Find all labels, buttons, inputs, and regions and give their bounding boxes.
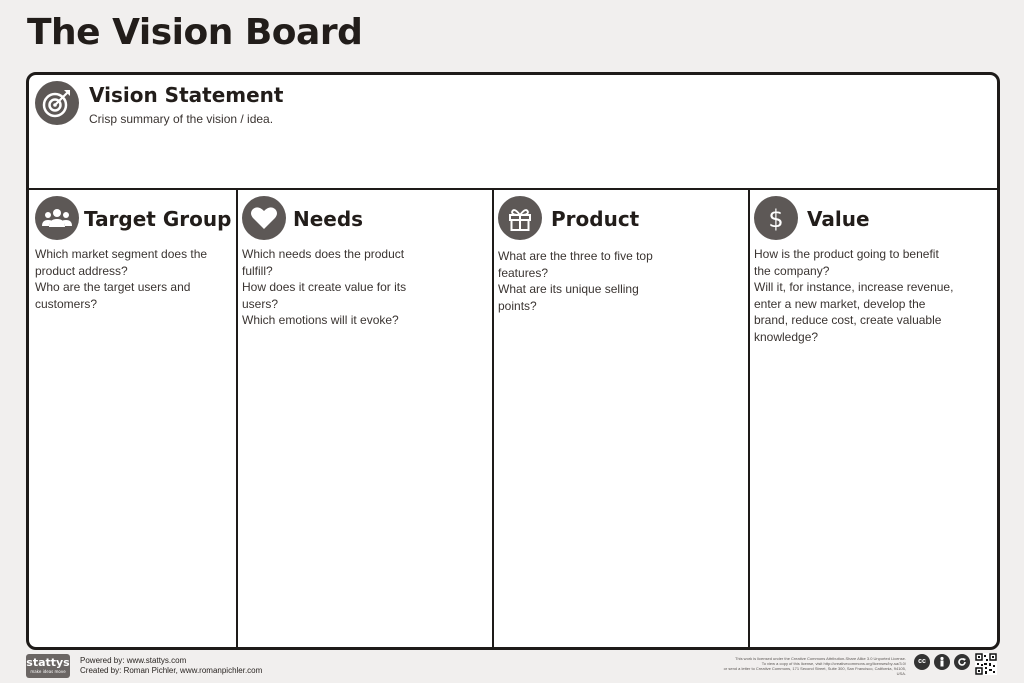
product-title: Product (551, 207, 640, 231)
prompt-line: customers? (35, 296, 98, 311)
vision-statement-section: Vision Statement Crisp summary of the vi… (29, 75, 997, 190)
needs-title: Needs (293, 207, 364, 231)
target-group-section: Target Group Which market segment does t… (29, 190, 238, 647)
prompt-line: Which needs does the product (242, 247, 405, 261)
stattys-logo[interactable]: stattys make ideas move (26, 654, 70, 678)
heart-icon (242, 196, 286, 240)
qr-code-icon[interactable] (975, 653, 997, 675)
prompt-line: features? (498, 265, 549, 280)
cc-icon: cc (914, 654, 930, 670)
prompt-line: What are its unique selling (498, 282, 639, 296)
prompt-line: Which emotions will it evoke? (242, 313, 399, 327)
license-line: To view a copy of this license, visit ht… (761, 661, 906, 666)
license-line: or send a letter to Creative Commons, 17… (723, 666, 906, 676)
prompt-line: points? (498, 298, 537, 313)
share-alike-icon (954, 654, 970, 670)
value-prompts: How is the product going to benefit the … (754, 246, 989, 345)
target-group-prompts: Which market segment does the product ad… (35, 246, 235, 312)
vision-board: Vision Statement Crisp summary of the vi… (26, 72, 1000, 650)
prompt-line: How does it create value for its (242, 280, 407, 294)
prompt-line: the company? (754, 263, 830, 278)
prompt-line: Which market segment does the (35, 247, 208, 261)
product-section: Product What are the three to five top f… (494, 190, 750, 647)
prompt-line: brand, reduce cost, create valuable (754, 313, 942, 327)
needs-prompts: Which needs does the product fulfill? Ho… (242, 246, 442, 329)
logo-tagline: make ideas move (30, 669, 66, 674)
license-line: This work is licensed under the Creative… (735, 656, 906, 661)
vision-title: Vision Statement (89, 83, 284, 107)
dollar-icon: $ (754, 196, 798, 240)
prompt-line: Who are the target users and (35, 280, 191, 294)
prompt-line: What are the three to five top (498, 249, 653, 263)
created-by-text: Created by: Roman Pichler, www.romanpich… (80, 666, 263, 675)
prompt-line: How is the product going to benefit (754, 247, 939, 261)
gift-icon (498, 196, 542, 240)
prompt-line: Will it, for instance, increase revenue, (754, 280, 954, 294)
prompt-line: knowledge? (754, 329, 819, 344)
prompt-line: users? (242, 296, 279, 311)
svg-text:$: $ (768, 205, 783, 233)
page-title: The Vision Board (27, 12, 363, 53)
prompt-line: enter a new market, develop the (754, 296, 926, 311)
needs-section: Needs Which needs does the product fulfi… (238, 190, 494, 647)
vision-subtitle: Crisp summary of the vision / idea. (89, 112, 274, 126)
prompt-line: product address? (35, 263, 128, 278)
logo-text: stattys (26, 656, 70, 669)
license-text: This work is licensed under the Creative… (720, 656, 906, 676)
product-prompts: What are the three to five top features?… (498, 248, 698, 314)
value-title: Value (807, 207, 870, 231)
powered-by-text: Powered by: www.stattys.com (80, 656, 187, 665)
attribution-icon (934, 654, 950, 670)
target-icon (35, 81, 79, 125)
target-group-title: Target Group (84, 207, 232, 231)
people-icon (35, 196, 79, 240)
prompt-line: fulfill? (242, 263, 273, 278)
value-section: $ Value How is the product going to bene… (750, 190, 997, 647)
